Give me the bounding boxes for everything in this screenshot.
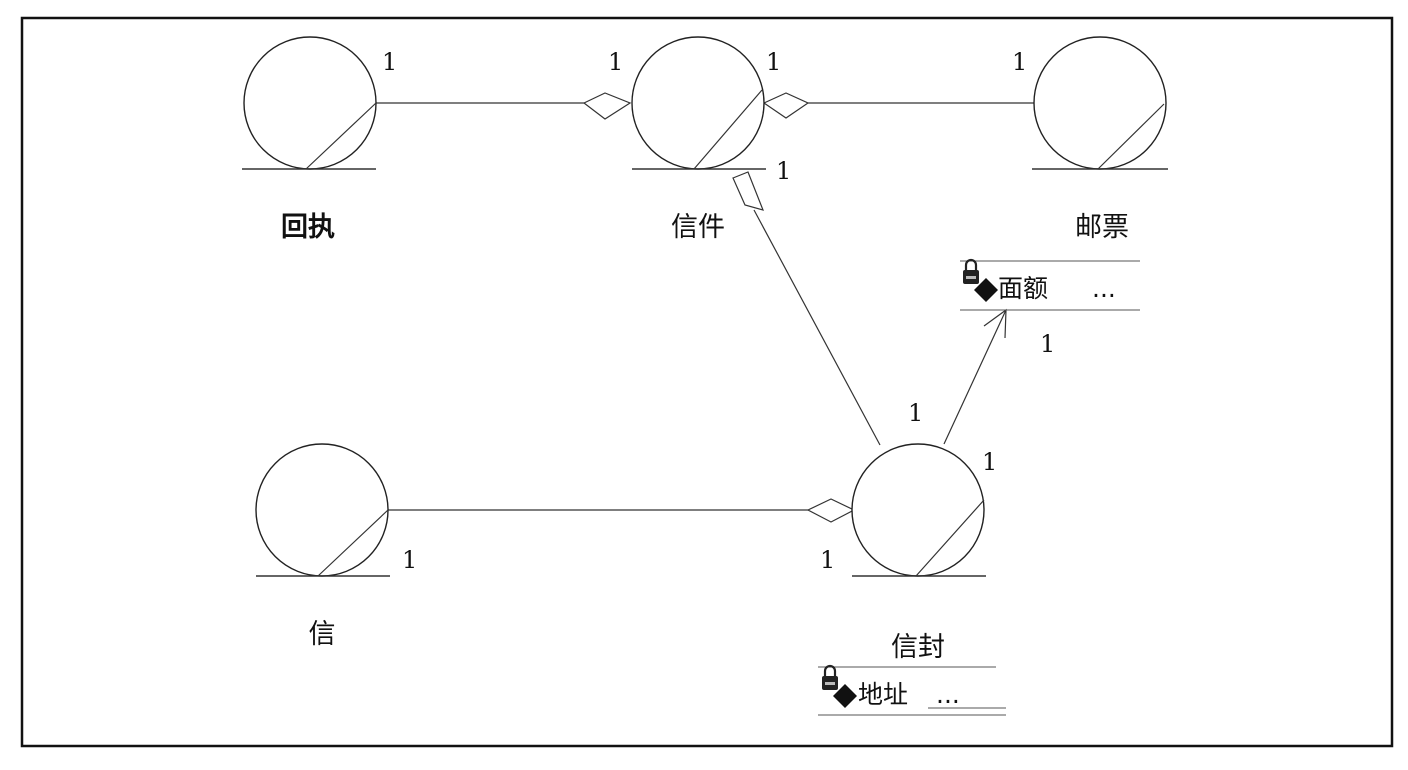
multiplicity-stamp-attr: 1: [1040, 330, 1055, 358]
entity-letter-item[interactable]: 信件: [631, 36, 766, 243]
entity-letter-circle: [255, 443, 389, 577]
entity-stamp-circle: [1033, 36, 1167, 170]
lock-attribute-icon: [822, 664, 857, 708]
multiplicity-letter: 1: [402, 546, 417, 574]
entity-envelope-attribute: 地址: [858, 680, 908, 709]
entity-envelope-circle: [851, 443, 985, 577]
entity-stamp-label: 邮票: [1075, 212, 1129, 243]
entity-letter[interactable]: 信: [255, 443, 390, 650]
entity-letter-item-circle: [631, 36, 765, 170]
entity-receipt-diagonal: [305, 102, 377, 170]
aggregation-diamond-letteritem-bottom: [732, 171, 765, 211]
multiplicity-letteritem-right: 1: [766, 48, 781, 76]
multiplicity-stamp: 1: [1012, 48, 1027, 76]
entity-envelope-label: 信封: [891, 632, 945, 663]
entity-envelope-diagonal: [915, 499, 985, 577]
aggregation-diamond-letteritem-left: [582, 92, 632, 120]
entity-letter-diagonal: [317, 509, 389, 577]
entity-letter-label: 信: [309, 619, 336, 650]
entity-receipt-circle: [243, 36, 377, 170]
multiplicity-labels: 1 1 1 1 1 1 1 1 1 1: [382, 48, 1055, 574]
entity-stamp-diagonal: [1097, 103, 1165, 170]
entity-stamp[interactable]: 邮票 面额 ...: [960, 36, 1168, 311]
entity-stamp-attribute-ellipsis: ...: [1092, 274, 1116, 303]
lock-attribute-icon: [963, 258, 998, 302]
multiplicity-envelope-right: 1: [982, 448, 997, 476]
entity-envelope-attribute-ellipsis: ...: [936, 680, 960, 709]
entity-receipt[interactable]: 回执: [242, 36, 377, 243]
multiplicity-envelope-top: 1: [908, 399, 923, 427]
multiplicity-letteritem-left: 1: [608, 48, 623, 76]
connectors: [376, 102, 1034, 511]
aggregation-diamond-envelope: [806, 498, 856, 523]
entity-letter-item-diagonal: [693, 89, 763, 170]
multiplicity-receipt: 1: [382, 48, 397, 76]
entity-letter-item-label: 信件: [671, 212, 725, 243]
line-letteritem-envelope: [753, 209, 881, 446]
multiplicity-letteritem-bottom: 1: [776, 157, 791, 185]
entity-receipt-label: 回执: [281, 212, 335, 243]
line-envelope-stamp: [943, 309, 1007, 445]
entity-envelope[interactable]: 信封 地址 ...: [818, 443, 1006, 716]
multiplicity-envelope-left: 1: [820, 546, 835, 574]
entity-stamp-attribute: 面额: [998, 274, 1048, 303]
aggregation-diamond-letteritem-right: [762, 92, 810, 119]
diagram-frame: [20, 16, 1394, 748]
